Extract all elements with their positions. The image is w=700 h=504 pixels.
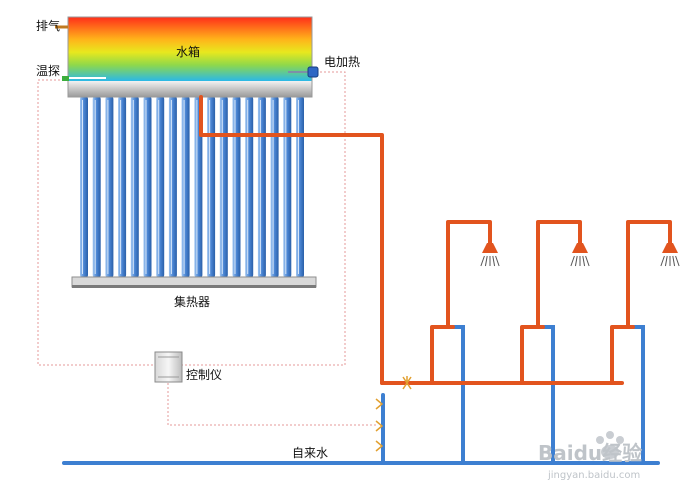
- shower-head-icon: [660, 243, 680, 267]
- watermark-brand: Baidu经验: [538, 441, 643, 465]
- shower-head-icon: [480, 243, 500, 267]
- vacuum-tube: [156, 96, 165, 278]
- collector-manifold: [71, 276, 317, 288]
- vacuum-tube: [181, 96, 190, 278]
- vacuum-tube: [118, 96, 127, 278]
- vacuum-tube: [80, 96, 88, 278]
- mix-valve: [402, 376, 412, 390]
- temp-probe-rod: [62, 76, 106, 81]
- collector-label: 集热器: [174, 295, 211, 309]
- temp-probe-label: 温探: [36, 64, 61, 78]
- vacuum-tube: [143, 96, 152, 278]
- electric-heater-element: [288, 66, 319, 78]
- vacuum-tube: [283, 96, 292, 278]
- valves: [375, 376, 412, 452]
- vacuum-tube: [257, 96, 266, 278]
- vent-label: 排气: [36, 19, 61, 33]
- water-tank: [67, 16, 313, 98]
- hot-water-pipes: [199, 95, 672, 385]
- cold-water-pipes: [62, 325, 660, 465]
- check-valve-2: [375, 420, 384, 432]
- controller-label: 控制仪: [186, 368, 223, 382]
- vacuum-tube: [92, 96, 101, 278]
- electric-heating-label: 电加热: [324, 55, 361, 69]
- vacuum-tube: [245, 96, 254, 278]
- watermark-url: jingyan.baidu.com: [548, 470, 641, 481]
- vacuum-tubes: [80, 96, 304, 278]
- vacuum-tube: [219, 96, 228, 278]
- baidu-paw-icon: [596, 431, 624, 459]
- vacuum-tube: [232, 96, 241, 278]
- check-valve-1: [375, 398, 384, 410]
- vacuum-tube: [130, 96, 139, 278]
- vacuum-tube: [296, 96, 304, 278]
- vacuum-tube: [270, 96, 279, 278]
- tap-water-label: 自来水: [292, 446, 329, 460]
- check-valve-3: [375, 440, 384, 452]
- vacuum-tube: [168, 96, 177, 278]
- vacuum-tube: [105, 96, 114, 278]
- vacuum-tube: [207, 96, 216, 278]
- controller-box: [154, 351, 183, 383]
- control-wiring: [37, 71, 378, 426]
- water-tank-label: 水箱: [176, 45, 201, 59]
- shower-head-icon: [570, 243, 590, 267]
- shower-heads: [480, 243, 680, 267]
